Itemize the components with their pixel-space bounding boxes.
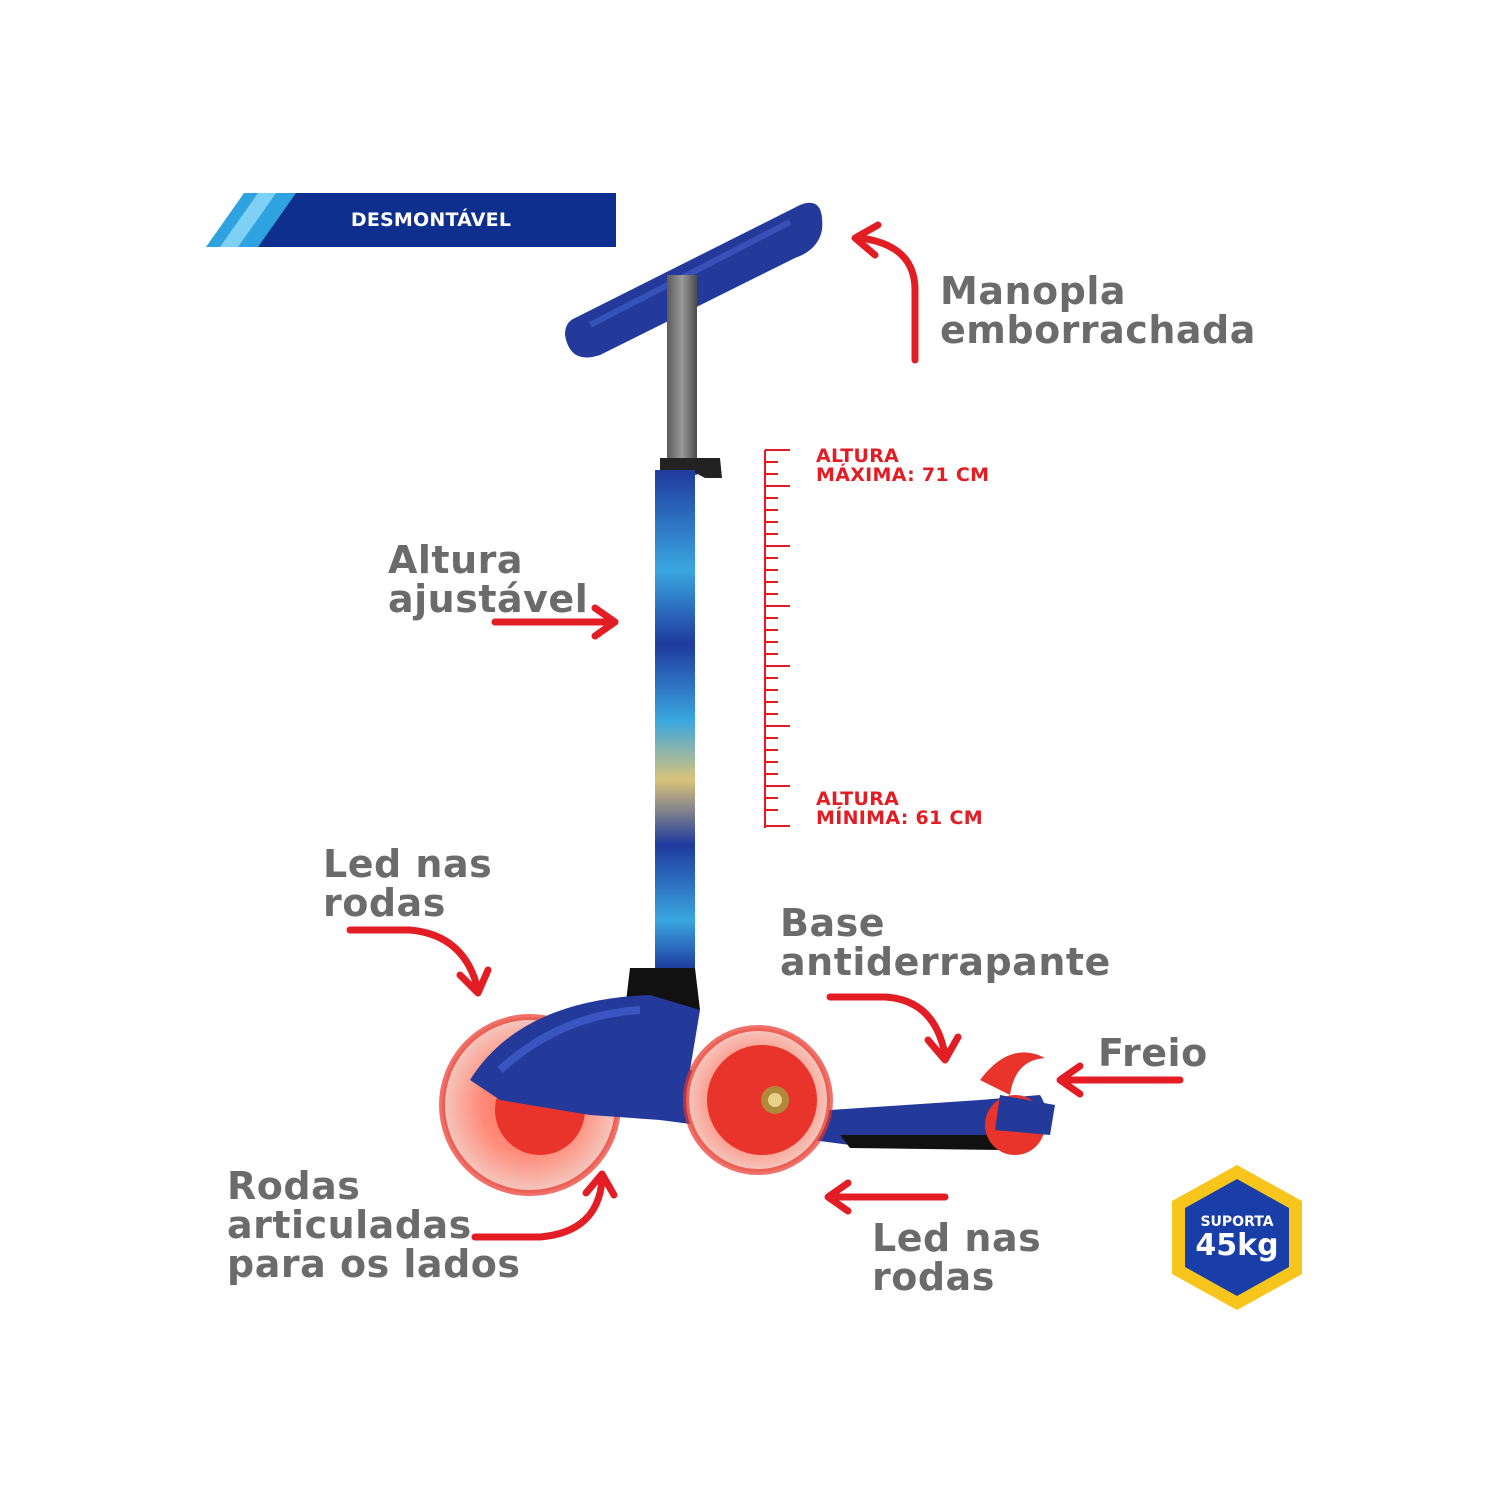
desmontavel-banner: DESMONTÁVEL: [206, 193, 616, 247]
arrow-manopla: [851, 221, 919, 364]
deck: [470, 995, 1048, 1145]
right-wheel: [683, 1025, 833, 1175]
label-altura-ajustavel: Altura ajustável: [388, 538, 589, 621]
label-altura-maxima: ALTURA MÁXIMA: 71 CM: [816, 445, 990, 486]
height-ruler: [764, 449, 790, 828]
arrow-altura: [491, 604, 619, 640]
badge-line2: 45kg: [1195, 1227, 1279, 1263]
label-altura-minima: ALTURA MÍNIMA: 61 CM: [816, 788, 983, 829]
badge-line1: SUPORTA: [1200, 1213, 1274, 1230]
label-freio: Freio: [1098, 1031, 1208, 1075]
arrow-led-left: [346, 926, 492, 997]
label-rodas-articuladas: Rodas articuladas para os lados: [227, 1164, 521, 1286]
rear-brake: [980, 1052, 1055, 1155]
arrow-freio: [1056, 1062, 1184, 1098]
stem-lower: [655, 470, 695, 970]
label-manopla: Manopla emborrachada: [940, 269, 1256, 352]
banner-background: [206, 193, 616, 247]
label-led-left: Led nas rodas: [323, 842, 493, 925]
arrow-led-right: [824, 1179, 949, 1215]
label-led-right: Led nas rodas: [872, 1216, 1042, 1299]
weight-capacity-badge: SUPORTA 45kg: [1172, 1165, 1302, 1310]
arrow-rodas: [471, 1170, 618, 1241]
banner-label: DESMONTÁVEL: [350, 209, 512, 231]
label-base-antiderrapante: Base antiderrapante: [780, 901, 1111, 984]
stem-upper: [667, 275, 697, 475]
badge-text: SUPORTA 45kg: [1172, 1165, 1302, 1310]
arrow-base: [826, 993, 962, 1064]
badge-hexagon-icon: [1172, 1165, 1302, 1310]
